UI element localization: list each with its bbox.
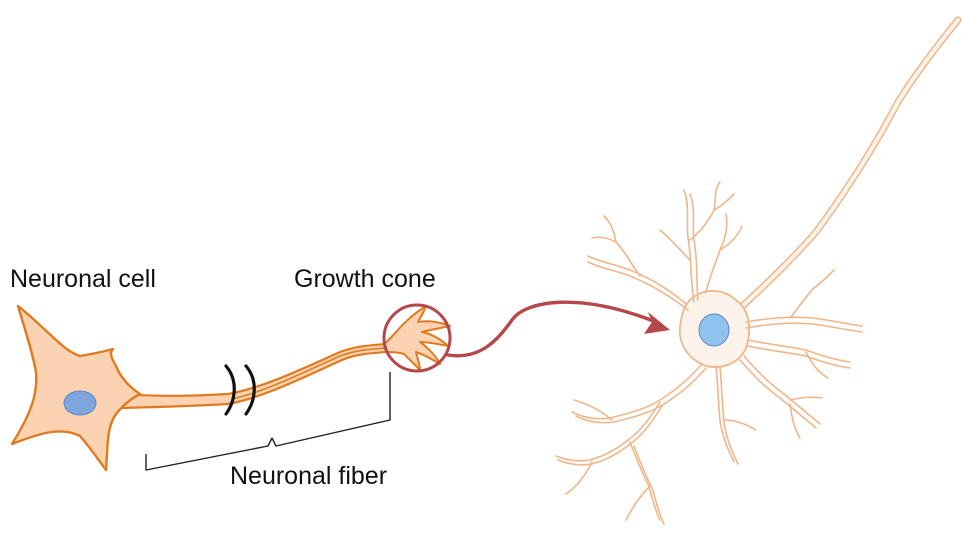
mature-neuron [556, 20, 958, 524]
mature-neuron-nucleus [699, 314, 729, 346]
neuronal-cell-body [12, 306, 140, 470]
neuronal-fiber-label: Neuronal fiber [230, 464, 387, 489]
neuronal-cell-nucleus [64, 391, 96, 415]
mature-neuron-axon-inner [736, 20, 958, 312]
growth-cone-label: Growth cone [294, 267, 436, 292]
neuronal-cell-label: Neuronal cell [10, 267, 156, 292]
development-arrow [448, 302, 656, 356]
fiber-break-mark-1 [226, 366, 234, 414]
development-arrowhead [644, 312, 670, 334]
